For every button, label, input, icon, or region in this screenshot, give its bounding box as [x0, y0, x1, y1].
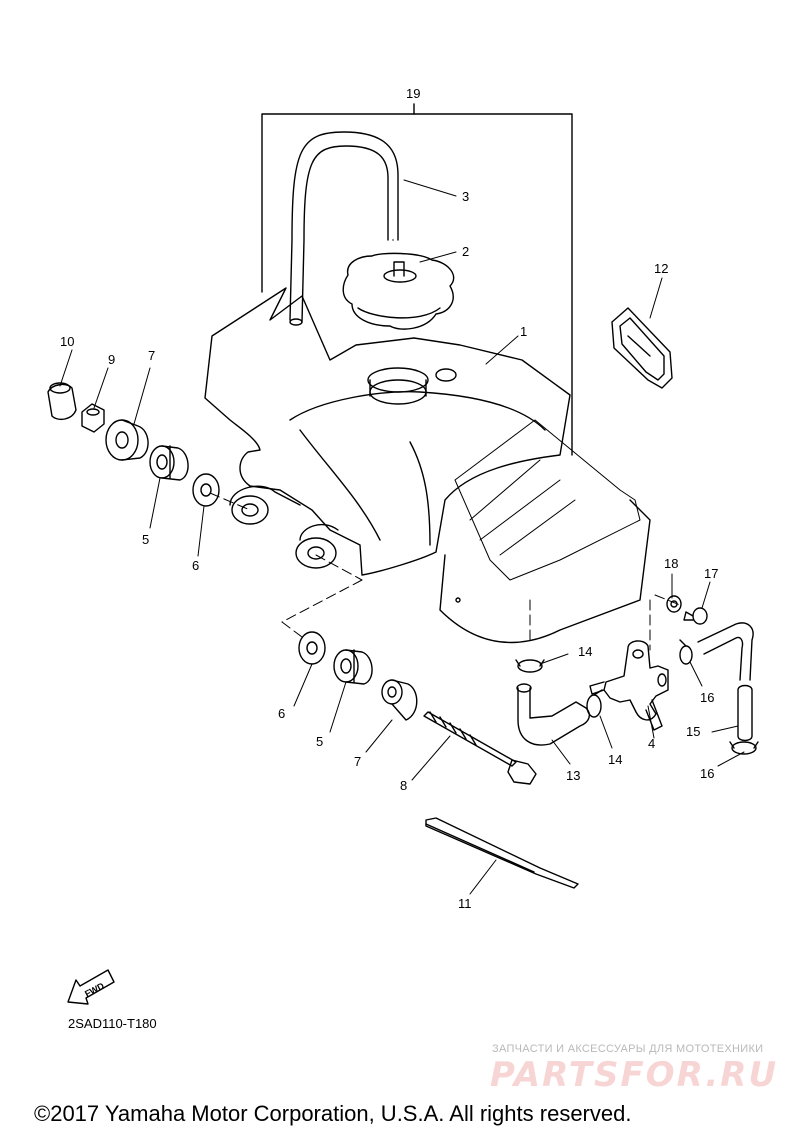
clip-14-lower	[586, 689, 603, 718]
watermark-logo: PARTSFOR.RU	[490, 1055, 779, 1095]
fuel-cap-2	[342, 252, 455, 330]
screw-17	[683, 607, 708, 625]
hose-15	[697, 622, 754, 742]
callout-1: 1	[520, 324, 527, 339]
bolt-8	[423, 711, 537, 785]
strip-11	[425, 817, 579, 889]
callout-10: 10	[60, 334, 74, 349]
callout-16-upper: 16	[700, 690, 714, 705]
callout-11: 11	[458, 896, 472, 911]
breather-hose-3	[289, 131, 399, 326]
callout-9: 9	[108, 352, 115, 367]
fuel-tank-1	[204, 287, 651, 644]
watermark-tagline: ЗАПЧАСТИ И АКСЕССУАРЫ ДЛЯ МОТОТЕХНИКИ	[492, 1043, 764, 1055]
callout-6-upper: 6	[192, 558, 199, 573]
callout-7-lower: 7	[354, 754, 361, 769]
cap-10	[47, 382, 77, 421]
callout-17: 17	[704, 566, 718, 581]
callout-19: 19	[406, 86, 420, 101]
diagram-code: 2SAD110-T180	[68, 1016, 157, 1031]
damper-5-upper	[149, 445, 189, 481]
callout-18: 18	[664, 556, 678, 571]
callout-13: 13	[566, 768, 580, 783]
collar-7-lower	[381, 679, 418, 721]
guide-lines	[209, 492, 681, 651]
callout-4: 4	[648, 736, 655, 751]
washer-6-lower	[298, 631, 326, 665]
washer-6-upper	[192, 473, 220, 507]
clip-16-upper	[679, 639, 693, 665]
copyright-notice: ©2017 Yamaha Motor Corporation, U.S.A. A…	[34, 1101, 632, 1126]
fuel-cock-4	[589, 640, 669, 731]
callout-14-lower: 14	[608, 752, 622, 767]
callout-3: 3	[462, 189, 469, 204]
callout-labels: 19 3 2 12 1 10 9 7 5 6 18 17 14 16 4 14 …	[60, 86, 718, 911]
fwd-arrow-icon	[67, 969, 115, 1005]
callout-7-upper: 7	[148, 348, 155, 363]
damper-5-lower	[333, 649, 373, 685]
callout-14-upper: 14	[578, 644, 592, 659]
callout-5-upper: 5	[142, 532, 149, 547]
clip-14-upper	[515, 659, 545, 673]
hose-13	[516, 683, 591, 746]
callout-16-lower: 16	[700, 766, 714, 781]
assembly-bracket-19	[261, 103, 573, 456]
callout-8: 8	[400, 778, 407, 793]
callout-15: 15	[686, 724, 700, 739]
fwd-label: FWD	[83, 980, 106, 999]
nut-9	[81, 403, 105, 433]
callout-6-lower: 6	[278, 706, 285, 721]
cover-plate-12	[611, 307, 673, 389]
callout-5-lower: 5	[316, 734, 323, 749]
leader-lines	[59, 179, 745, 895]
washer-18	[666, 595, 682, 613]
collar-7-upper	[105, 419, 149, 461]
callout-12: 12	[654, 261, 668, 276]
callout-2: 2	[462, 244, 469, 259]
clip-16-lower	[729, 741, 759, 755]
